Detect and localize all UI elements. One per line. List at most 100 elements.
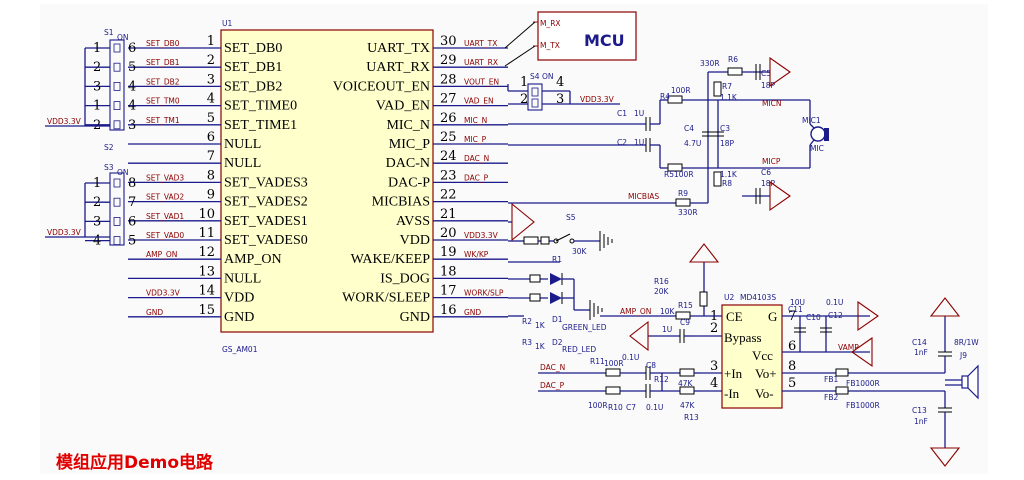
u2-pin3-num: 3 [710,359,718,374]
u1-pin-num: 6 [207,130,215,145]
u1-net-label: SET_TM1 [146,116,180,125]
vdd-label-s3: VDD3.3V [47,228,82,237]
r3-val: 1K [535,342,546,351]
c8-ref: C8 [646,361,656,370]
u1-pin-name: VOICEOUT_EN [333,79,430,94]
c9-ref: C9 [680,318,690,327]
u1-net-label: VAD_EN [464,97,494,106]
u1-pin-name: MICBIAS [372,195,430,210]
u1-ref: U1 [222,19,232,28]
switch-pin-right: 5 [128,234,136,249]
u1-pin-name: WORK/SLEEP [342,291,430,306]
switch-toggle [113,216,121,226]
u1-pin-num: 28 [440,72,457,87]
u1-pin-name: AVSS [396,214,430,229]
j9-val: 8R/1W [954,338,979,347]
r8-ref: R8 [722,179,732,188]
r16-val: 20K [654,287,670,296]
u2-pin4-name: -In [724,386,740,401]
r4-ref: R4 [660,92,670,101]
micp-net: MICP [762,157,781,166]
c3-val: 18P [720,139,735,148]
u1-pin-name: GND [224,310,254,325]
u1-pin-name: NULL [224,271,261,286]
d2-ref: D2 [552,338,563,347]
u2-pin2-name: Bypass [724,330,762,345]
c7-ref: C7 [626,403,636,412]
r5-val: 100R [674,170,694,179]
c5-val: 18P [761,81,776,90]
c9-val: 1U [662,325,672,334]
s2-ref: S2 [104,143,114,152]
micbias-net: MICBIAS [628,192,659,201]
u2-pin7-name: G [768,309,777,324]
r15-ref: R15 [678,301,693,310]
c13-ref: C13 [912,406,927,415]
switch-toggle [113,43,121,53]
s1-on: ON [117,33,129,42]
r11-ref: R11 [590,357,605,366]
u1-pin-num: 9 [207,188,215,203]
r7-ref: R7 [722,82,732,91]
switch-pin-left: 2 [93,118,101,133]
s4-pin-c: 2 [520,92,528,107]
u1-chip: U1 GS_AM01 SET_DB01SET_DB0SET_DB12SET_DB… [128,19,508,354]
c10-val: 10U [790,298,805,307]
u1-pin-num: 4 [207,92,215,107]
u2-pin6-name: Vcc [752,348,773,363]
u1-pin-num: 12 [198,245,215,260]
u1-net-label: UART_RX [464,58,498,67]
c2-ref: C2 [617,138,627,147]
switch-pin-right: 5 [128,60,136,75]
u1-pin-num: 11 [198,226,215,241]
mcu-tx: M_TX [540,41,560,50]
mcu-rx: M_RX [540,19,561,28]
u1-pin-num: 21 [440,207,457,222]
u2-pin1-name: CE [726,309,743,324]
s5-ref: S5 [566,213,576,222]
fb2-val: FB1000R [846,401,880,410]
c6-val: 18P [761,179,776,188]
mcu-label: MCU [584,31,625,50]
c2-val: 1U [634,138,644,147]
u1-pin-num: 1 [207,34,215,49]
u1-net-label: SET_VAD0 [146,231,184,240]
u1-pin-name: NULL [224,156,261,171]
u1-net-label: MIC_N [464,116,487,125]
switch-pin-left: 2 [93,60,101,75]
u1-net-label: VDD3.3V [464,231,499,240]
u2-pin8-name: Vo+ [755,366,777,381]
u1-net-label: SET_TM0 [146,97,180,106]
switch-toggle [113,236,121,246]
r12-val: 47K [678,379,694,388]
switch-pin-right: 6 [128,41,136,56]
u1-pin-num: 5 [207,111,215,126]
switch-toggle [113,62,121,72]
switch-toggle [113,178,121,188]
dip-switch-s1: S1 ON S2 [85,28,129,152]
u1-pin-name: SET_DB2 [224,79,282,94]
fb1-ref: FB1 [824,375,838,384]
s4-on: ON [542,72,554,81]
r2-ref: R2 [522,317,532,326]
u1-pin-num: 22 [440,188,457,203]
mcu-block: MCU M_RX M_TX [504,11,637,67]
u1-pin-name: UART_TX [367,41,430,56]
u1-pin-name: SET_VADES3 [224,175,308,190]
